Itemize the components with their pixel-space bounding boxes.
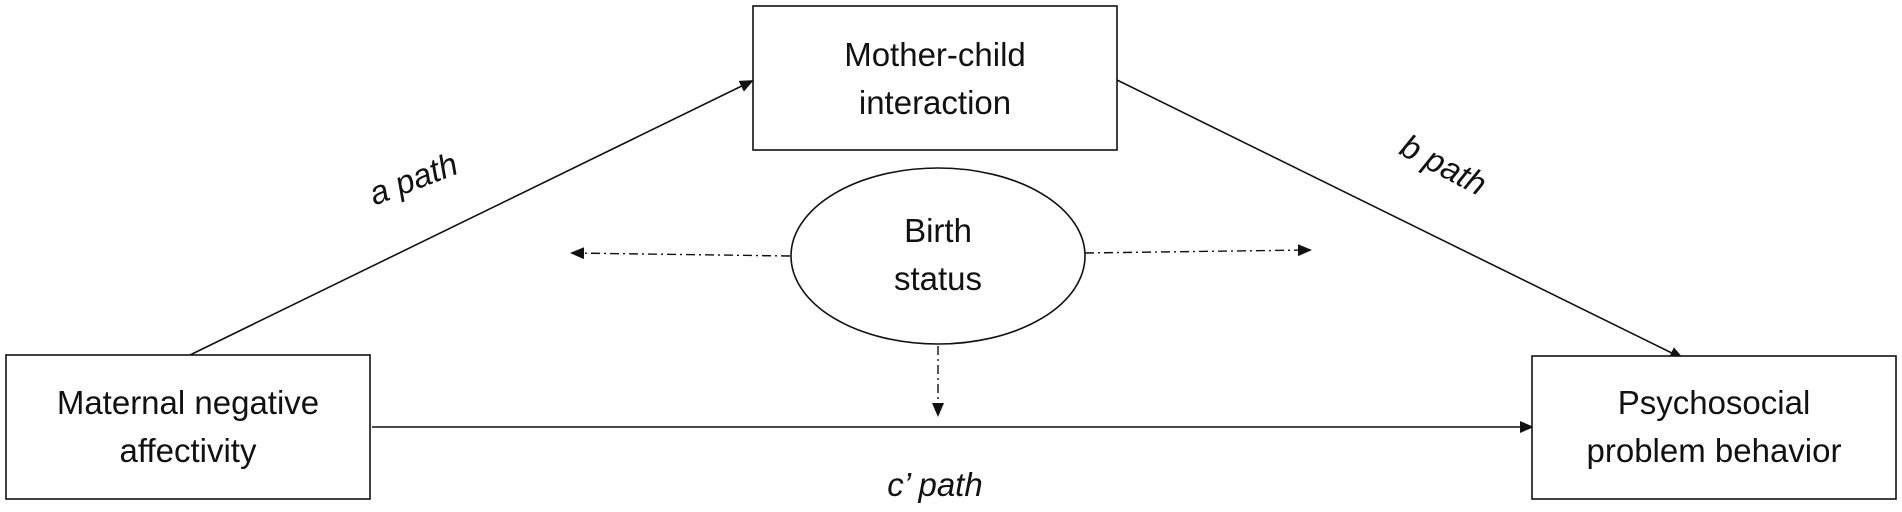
mediator-box bbox=[752, 5, 1118, 151]
a-path-arrow bbox=[189, 80, 754, 356]
moderator-ellipse bbox=[790, 167, 1086, 345]
moderator-label-line1: Birth bbox=[904, 212, 972, 249]
predictor-label-line2: affectivity bbox=[120, 432, 257, 469]
moderator-right-arrow bbox=[1084, 244, 1312, 257]
a-path-label: a path bbox=[364, 145, 463, 212]
b-path-label: b path bbox=[1395, 127, 1493, 203]
c-prime-path-label: c’ path bbox=[887, 466, 982, 503]
b-path-arrow bbox=[1116, 79, 1684, 359]
predictor-label-line1: Maternal negative bbox=[57, 384, 319, 421]
outcome-box bbox=[1531, 355, 1897, 500]
mediator-label-line2: interaction bbox=[859, 84, 1011, 121]
outcome-label-line2: problem behavior bbox=[1587, 432, 1842, 469]
moderator-label-line2: status bbox=[894, 260, 982, 297]
mediator-label-line1: Mother-child bbox=[844, 36, 1026, 73]
outcome-label-line1: Psychosocial bbox=[1618, 384, 1811, 421]
moderator-left-arrow bbox=[570, 247, 791, 260]
predictor-box bbox=[5, 354, 371, 500]
